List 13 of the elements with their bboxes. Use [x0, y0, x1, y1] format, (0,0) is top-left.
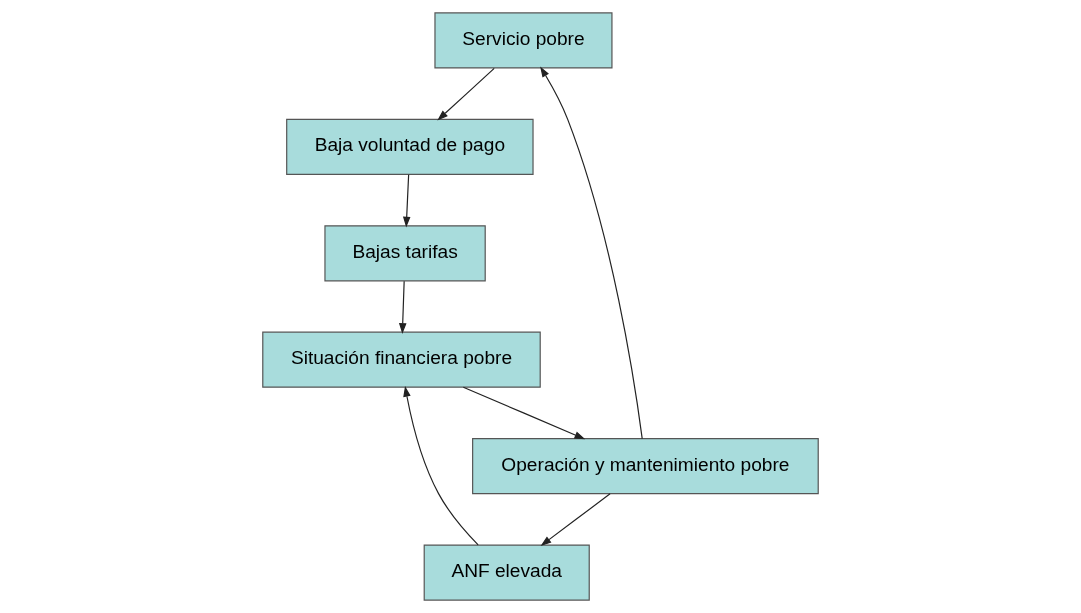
node-box: Situación financiera pobre [262, 331, 541, 388]
node-box: Servicio pobre [434, 12, 613, 69]
arrow [540, 66, 643, 440]
arrow [403, 385, 479, 546]
arrow [462, 386, 586, 440]
node-box: Baja voluntad de pago [286, 118, 534, 175]
node-box: Bajas tarifas [324, 225, 486, 282]
arrow [398, 280, 407, 334]
arrow [540, 493, 611, 546]
node-box: Operación y mantenimiento pobre [472, 438, 819, 495]
arrow [437, 67, 495, 121]
arrow [402, 174, 411, 228]
node-box: ANF elevada [423, 544, 590, 601]
